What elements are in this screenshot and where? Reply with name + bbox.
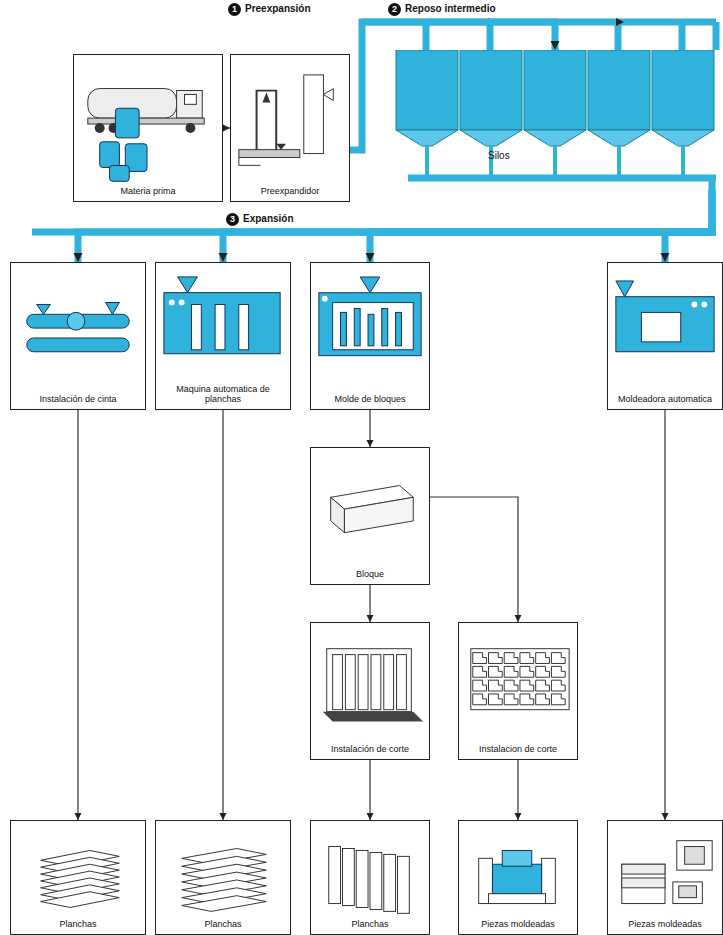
illustration bbox=[608, 263, 722, 409]
illustration bbox=[11, 263, 145, 409]
node-label: Maquina automatica de planchas bbox=[158, 385, 288, 405]
block-box: Bloque bbox=[310, 447, 430, 585]
cutting-box: Instalacion de corte bbox=[458, 622, 578, 760]
node-label: Planchas bbox=[13, 920, 143, 930]
illustration bbox=[231, 55, 349, 201]
material-pipe bbox=[366, 190, 713, 262]
product-box: Piezas moldeadas bbox=[607, 820, 723, 935]
callout-number: 1 bbox=[228, 3, 241, 16]
block-mould-box: Molde de bloques bbox=[310, 262, 430, 410]
node-label: Silos bbox=[488, 150, 510, 161]
callout-number: 2 bbox=[388, 3, 401, 16]
flow-arrow bbox=[662, 410, 669, 820]
product-box: Planchas bbox=[10, 820, 146, 935]
product-box: Planchas bbox=[310, 820, 430, 935]
cutting-box: Instalación de corte bbox=[310, 622, 430, 760]
illustration bbox=[311, 448, 429, 584]
node-label: Materia prima bbox=[76, 187, 220, 197]
node-label: Moldeadora automatica bbox=[610, 395, 720, 405]
step-label: Reposo intermedio bbox=[403, 3, 498, 14]
illustration bbox=[11, 821, 145, 934]
flow-arrow bbox=[367, 585, 374, 622]
node-label: Piezas moldeadas bbox=[610, 920, 720, 930]
flow-arrow bbox=[223, 125, 230, 132]
node-label: Planchas bbox=[158, 920, 288, 930]
illustration bbox=[608, 821, 722, 934]
step-label: Preexpansión bbox=[243, 3, 313, 14]
illustration bbox=[311, 263, 429, 409]
node-label: Piezas moldeadas bbox=[461, 920, 575, 930]
illustration bbox=[311, 821, 429, 934]
moulding-machine-box: Moldeadora automatica bbox=[607, 262, 723, 410]
flow-arrow bbox=[367, 410, 374, 447]
flow-arrow bbox=[367, 760, 374, 820]
node-label: Preexpandidor bbox=[233, 187, 347, 197]
conveyor-box: Instalación de cinta bbox=[10, 262, 146, 410]
silos-shape: Silos bbox=[388, 50, 720, 190]
callout-number: 3 bbox=[226, 213, 239, 226]
flow-arrow bbox=[430, 497, 522, 622]
node-label: Instalacion de corte bbox=[461, 745, 575, 755]
product-box: Planchas bbox=[155, 820, 291, 935]
node-label: Instalación de cinta bbox=[13, 395, 143, 405]
illustration bbox=[459, 821, 577, 934]
illustration bbox=[459, 623, 577, 759]
step-label: Expansión bbox=[241, 213, 296, 224]
panel-machine-box: Maquina automatica de planchas bbox=[155, 262, 291, 410]
flow-arrow bbox=[515, 760, 522, 820]
preexpander-box: Preexpandidor bbox=[230, 54, 350, 202]
raw-material-box: Materia prima bbox=[73, 54, 223, 202]
material-pipe bbox=[661, 190, 713, 262]
illustration bbox=[311, 623, 429, 759]
flow-arrow bbox=[75, 410, 82, 820]
illustration bbox=[74, 55, 222, 201]
node-label: Bloque bbox=[313, 570, 427, 580]
illustration bbox=[388, 50, 720, 190]
flow-arrow bbox=[220, 410, 227, 820]
node-label: Molde de bloques bbox=[313, 395, 427, 405]
product-box: Piezas moldeadas bbox=[458, 820, 578, 935]
node-label: Instalación de corte bbox=[313, 745, 427, 755]
illustration bbox=[156, 821, 290, 934]
node-label: Planchas bbox=[313, 920, 427, 930]
